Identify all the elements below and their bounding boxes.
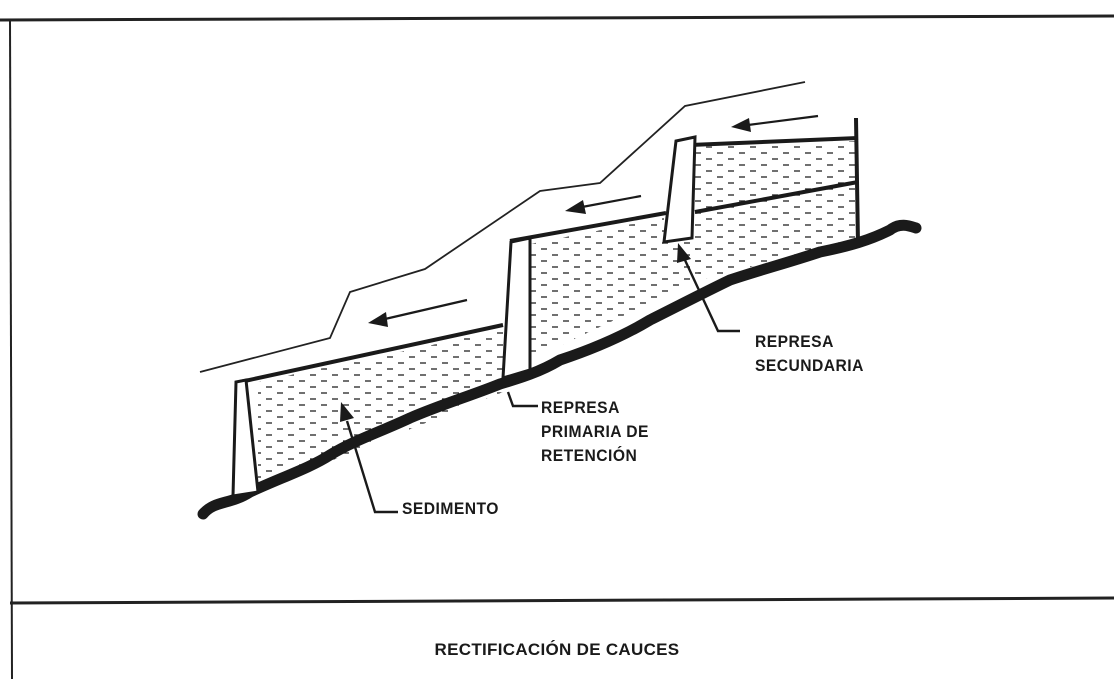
flow-arrow-middle [565,194,642,214]
label-represa-secundaria: REPRESA SECUNDARIA [755,330,864,378]
sediment-lower [258,330,503,490]
sediment-surfaces [239,136,859,384]
label-represa-primaria-line2: PRIMARIA DE [541,422,649,441]
leader-represa-primaria [506,391,538,408]
sediment-upper [690,141,856,280]
sediment-middle [530,218,705,360]
figure-caption: RECTIFICACIÓN DE CAUCES [434,640,680,659]
dam-lower [231,378,260,498]
upper-dam-post [854,117,860,245]
label-sedimento: SEDIMENTO [402,499,499,518]
leader-represa-secundaria [677,243,740,333]
label-represa-primaria-line3: RETENCIÓN [541,446,638,465]
ground-profile [197,219,922,520]
dam-secondary [662,135,697,244]
label-represa-secundaria-line2: SECUNDARIA [755,356,864,375]
original-slope-line [199,81,806,373]
leader-sedimento [340,402,398,514]
label-represa-primaria-line1: REPRESA [541,398,620,417]
flow-arrow-upper [731,114,819,132]
label-represa-secundaria-line1: REPRESA [755,332,834,351]
figure-border [0,14,1114,679]
label-represa-primaria: REPRESA PRIMARIA DE RETENCIÓN [541,396,649,468]
dam-primary [501,236,532,381]
flow-arrow-lower [368,298,468,327]
